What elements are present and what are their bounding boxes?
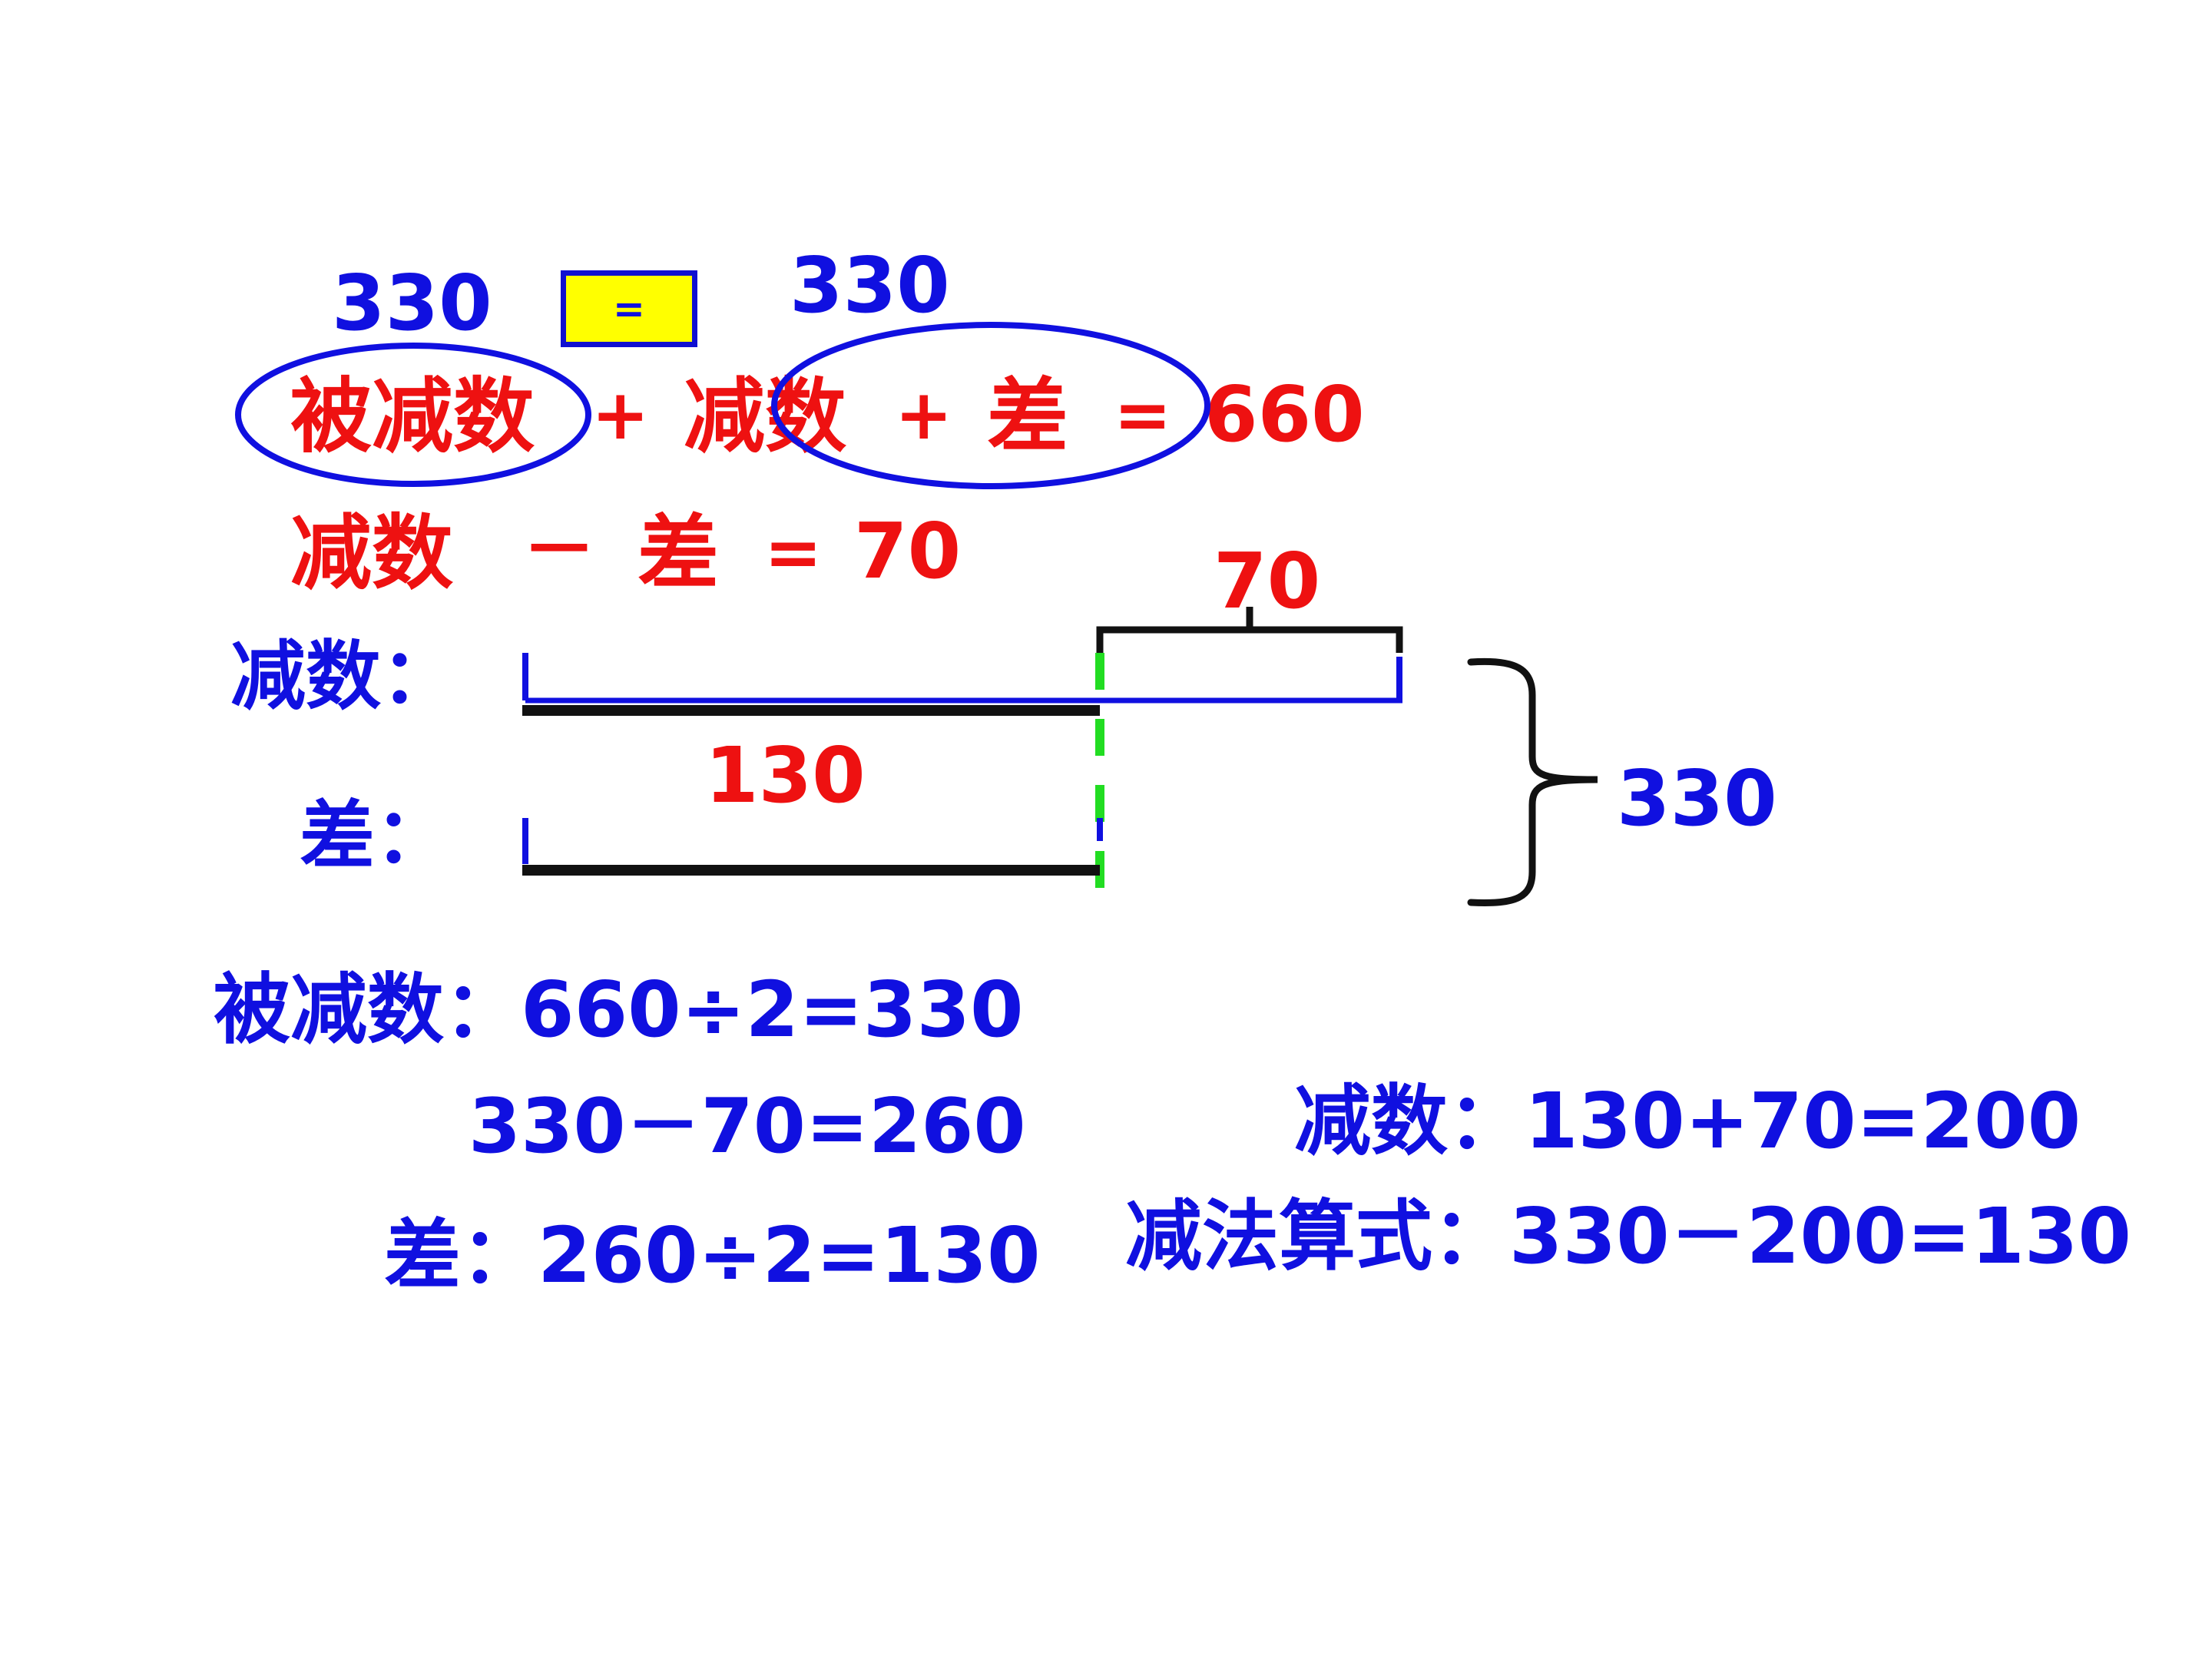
solution-line-3: 差：260÷2=130	[384, 1210, 1041, 1300]
row2-label: 差：	[300, 793, 451, 880]
eq1-minuend: 被减数	[290, 369, 535, 464]
brace-label-330: 330	[1617, 753, 1777, 843]
solution-line-5: 减法算式：330－200=130	[1125, 1191, 2132, 1281]
eq1-equals: =	[1114, 375, 1172, 455]
eq1-plus-2: +	[895, 375, 953, 455]
bracket-70	[1096, 607, 1403, 653]
row1-label: 减数：	[230, 633, 457, 720]
eq2-minus: －	[522, 507, 596, 593]
solution-line-4: 减数：130+70=200	[1294, 1076, 2081, 1166]
eq1-total: 660	[1204, 369, 1365, 459]
brace-330	[1467, 657, 1598, 906]
eq2-subtrahend: 减数	[290, 506, 453, 601]
ellipse-subtrahend-difference	[771, 322, 1210, 489]
solution-line-2: 330－70=260	[469, 1083, 1026, 1171]
eq1-plus-1: +	[591, 375, 650, 455]
eq2-value: 70	[854, 506, 962, 596]
equal-box: =	[561, 270, 697, 347]
label-330-right: 330	[790, 240, 950, 330]
solution-line-1: 被减数：660÷2=330	[214, 965, 1024, 1055]
label-70: 70	[1214, 536, 1321, 626]
label-330-left: 330	[332, 258, 492, 348]
eq2-difference: 差	[637, 506, 719, 601]
eq2-equals: =	[764, 512, 823, 593]
ellipse-minuend	[235, 343, 591, 487]
label-130: 130	[705, 730, 866, 820]
eq1-difference: 差	[987, 369, 1068, 464]
eq1-subtrahend: 减数	[684, 369, 846, 464]
